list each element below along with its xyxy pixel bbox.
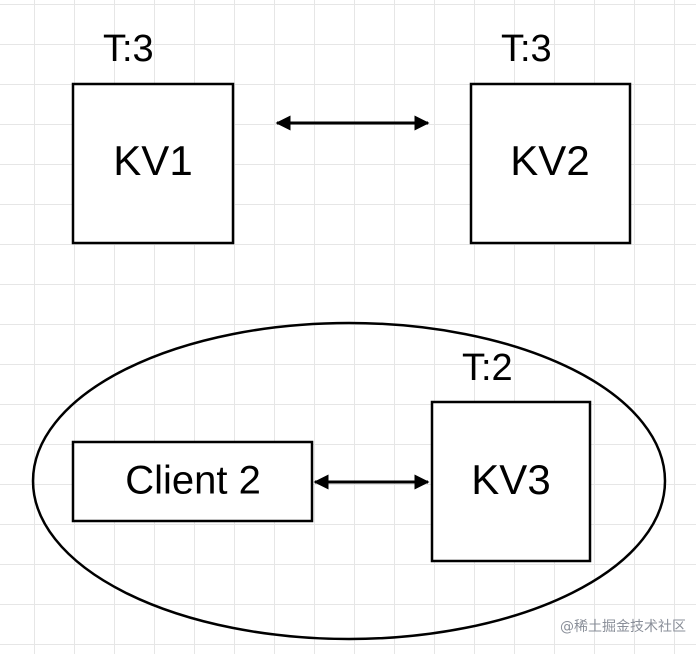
client2-label: Client 2 xyxy=(125,459,261,503)
kv3-label: KV3 xyxy=(471,456,550,503)
kv1-label: KV1 xyxy=(113,137,192,184)
kv2-label: KV2 xyxy=(510,137,589,184)
kv3-box xyxy=(430,400,592,563)
client2-box xyxy=(71,440,314,523)
kv2-term: T:3 xyxy=(501,28,552,70)
kv1-node[interactable]: KV1 xyxy=(71,82,235,245)
kv3-term: T:2 xyxy=(462,347,513,389)
kv1-box xyxy=(71,82,235,245)
kv3-node[interactable]: KV3 xyxy=(430,400,592,563)
watermark: @稀土掘金技术社区 xyxy=(560,619,686,635)
partition-ellipse xyxy=(31,321,667,641)
client2-node[interactable]: Client 2 xyxy=(71,440,314,523)
kv2-box xyxy=(469,82,632,245)
kv2-node[interactable]: KV2 xyxy=(469,82,632,245)
kv1-term: T:3 xyxy=(103,28,154,70)
